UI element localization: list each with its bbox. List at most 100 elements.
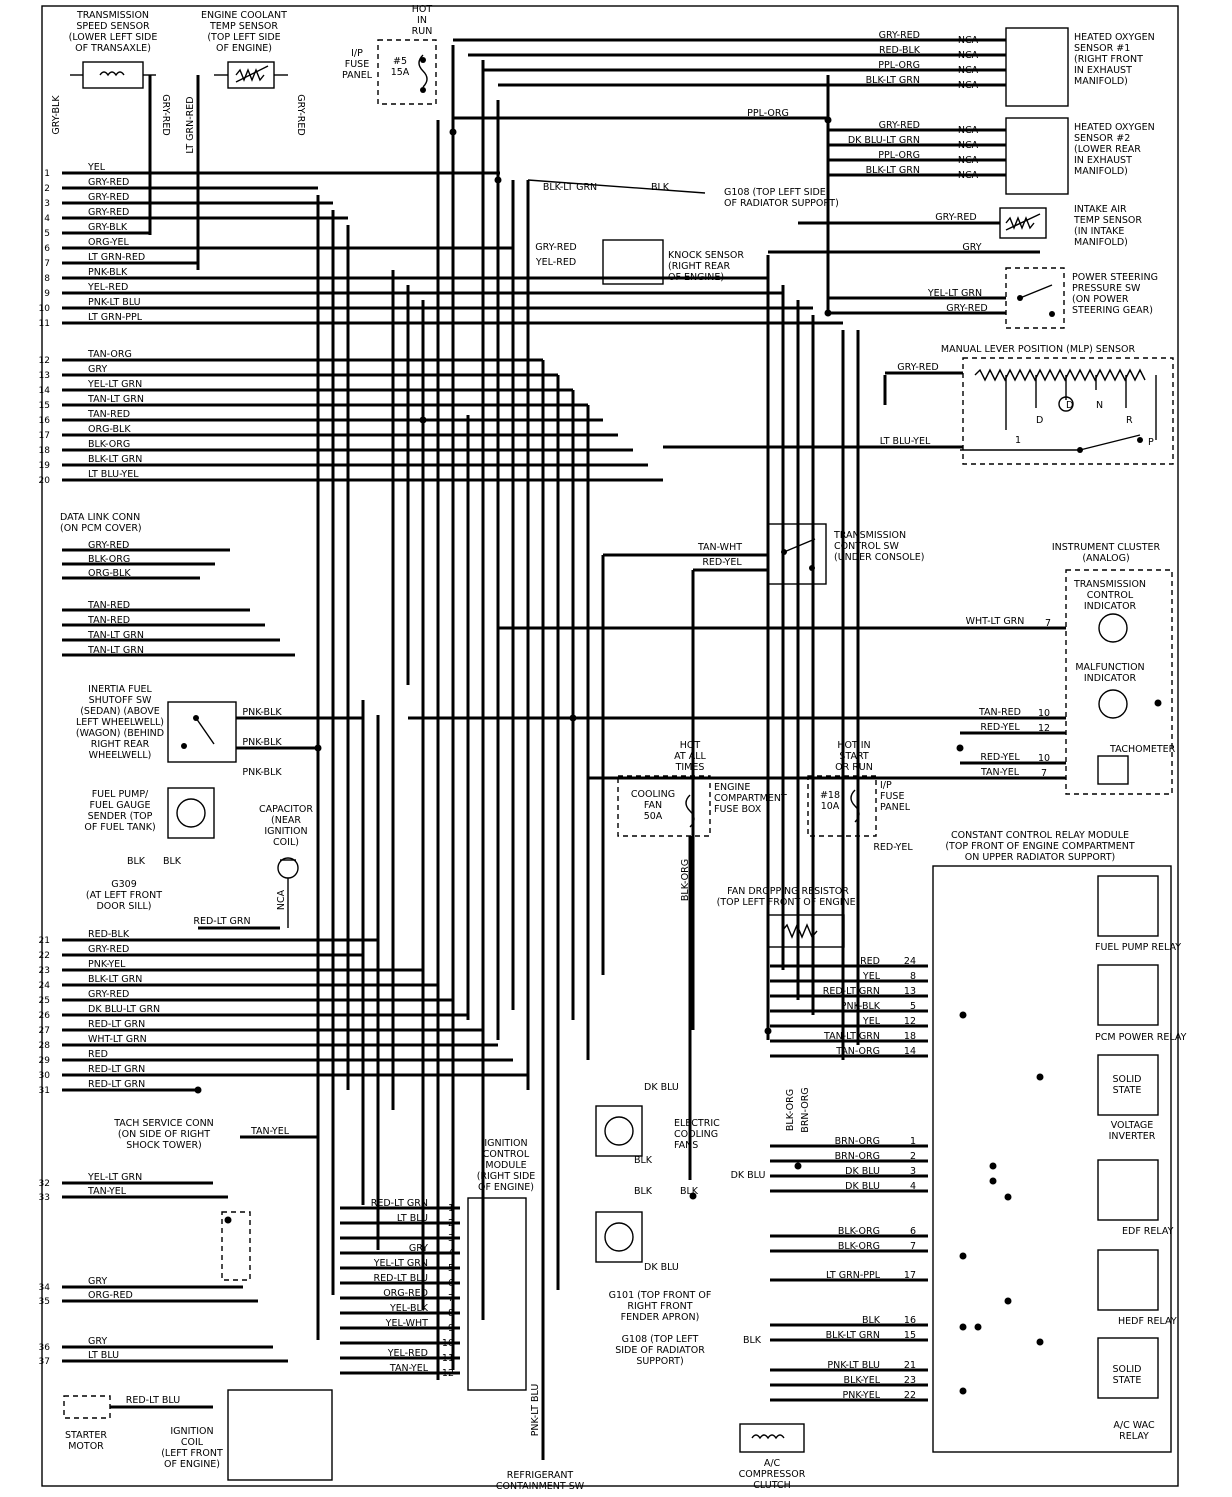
- ccrm-pin-wire: DK BLU: [845, 1166, 880, 1177]
- tci-label: CONTROL: [1087, 590, 1134, 601]
- tan-wire-label: TAN-RED: [87, 615, 130, 626]
- inertia-label: WHEELWELL): [89, 750, 152, 761]
- g101-label: G101 (TOP FRONT OF: [609, 1290, 712, 1301]
- icm-label: IGNITION: [484, 1138, 527, 1149]
- ccrm-brnorg: BRN-ORG: [800, 1087, 811, 1132]
- instrument-cluster: [1065, 569, 1173, 795]
- pcm-pin-number: 25: [39, 996, 50, 1006]
- icm-pin-wire: LT BLU: [397, 1213, 428, 1224]
- pcm-pin-wire-label: YEL-RED: [87, 282, 128, 293]
- hot-in-run-label: IN: [417, 15, 427, 26]
- trans-speed-sensor-label: TRANSMISSION: [76, 10, 149, 21]
- starter-label: MOTOR: [68, 1441, 104, 1452]
- ho2s2-label: HEATED OXYGEN: [1074, 122, 1155, 133]
- mil-label: MALFUNCTION: [1075, 662, 1144, 673]
- splice-dot: [314, 744, 322, 752]
- pcm-pin-number: 28: [39, 1041, 51, 1051]
- ccrm-pin-number: 24: [904, 956, 916, 967]
- cluster-label: INSTRUMENT CLUSTER: [1052, 542, 1161, 553]
- icm-pin-wire: ORG-RED: [383, 1288, 428, 1299]
- ts-wire-2: GRY-RED: [160, 94, 171, 135]
- fans-label: ELECTRIC: [674, 1118, 720, 1129]
- mlp-r: R: [1126, 415, 1133, 426]
- hot-all-times-label: AT ALL: [674, 751, 706, 762]
- pcm-power-relay-label: PCM POWER RELAY: [1095, 1032, 1187, 1043]
- fuel-pump-label: SENDER (TOP: [88, 811, 153, 822]
- pcm-pin-number: 16: [39, 416, 51, 426]
- pcm-pin-wire-label: GRY-RED: [88, 944, 129, 955]
- pcm-pin-wire-label: YEL-LT GRN: [87, 379, 142, 390]
- splice-dot: [794, 1162, 802, 1170]
- ho2s2-label: SENSOR #2: [1074, 133, 1130, 144]
- g108b-wire: BLK: [743, 1335, 762, 1346]
- ho2s2-label: MANIFOLD): [1074, 166, 1128, 177]
- ps-switch-label: POWER STEERING: [1072, 272, 1158, 283]
- cluster-pin: 10: [1038, 708, 1050, 719]
- tcs-label: (UNDER CONSOLE): [834, 552, 924, 563]
- electric-cooling-fans: [595, 1105, 643, 1263]
- ccrm-blkorg: BLK-ORG: [785, 1089, 796, 1131]
- tci-label: INDICATOR: [1084, 601, 1137, 612]
- trans-speed-sensor-label: (LOWER LEFT SIDE: [69, 32, 158, 43]
- pcm-pin-wire-label: DK BLU-LT GRN: [88, 1004, 160, 1015]
- tan-wire-label: TAN-RED: [87, 600, 130, 611]
- splice-dot: [419, 416, 427, 424]
- knock-sensor: [602, 239, 664, 285]
- cluster-wire-5: TAN-YEL: [980, 767, 1020, 778]
- ect-sensor-label: OF ENGINE): [216, 43, 272, 54]
- cluster-label: (ANALOG): [1082, 553, 1129, 564]
- pcm-pin-number: 19: [39, 461, 51, 471]
- fan-dkblu-3: DK BLU: [644, 1262, 679, 1273]
- data-link-wire: BLK-ORG: [88, 554, 130, 565]
- ip-fuse-panel-5: [377, 39, 437, 105]
- pcm-pin-number: 13: [39, 371, 50, 381]
- fuse18-wire: RED-YEL: [873, 842, 913, 853]
- pcm-pin-number: 36: [39, 1343, 51, 1353]
- fan-blk-3: BLK: [680, 1186, 699, 1197]
- ip-fuse-panel-2-label: PANEL: [880, 802, 911, 813]
- ac-clutch-label: A/C: [764, 1458, 781, 1469]
- fuel-pump-label: FUEL PUMP/: [92, 789, 149, 800]
- pcm-pin-number: 33: [39, 1193, 50, 1203]
- tach-conn-shield: [221, 1211, 251, 1281]
- icm-pin-wire: TAN-YEL: [389, 1363, 429, 1374]
- pcm-pin-number: 12: [39, 356, 50, 366]
- starter-label: STARTER: [65, 1430, 107, 1441]
- mlp-wire-2: LT BLU-YEL: [880, 436, 931, 447]
- ip-fuse-panel-2-label: FUSE: [880, 791, 904, 802]
- ccrm-pin-number: 23: [904, 1375, 916, 1386]
- pcm-pin-number: 2: [44, 184, 50, 194]
- pcm-pin-number: 22: [39, 951, 50, 961]
- ac-compressor-clutch: [739, 1423, 805, 1453]
- icm-label: CONTROL: [483, 1149, 530, 1160]
- tcs-wire-1: TAN-WHT: [697, 542, 742, 553]
- ccrm-pin-wire: TAN-LT GRN: [823, 1031, 880, 1042]
- ho2s1-label: MANIFOLD): [1074, 76, 1128, 87]
- ip-fuse-panel-2-label: I/P: [880, 780, 892, 791]
- ho2s2-label: (LOWER REAR: [1074, 144, 1141, 155]
- splice-dot: [224, 1216, 232, 1224]
- g108-wire: BLK-LT GRN: [543, 182, 597, 193]
- fan-dropping-resistor: [767, 914, 845, 948]
- ccrm-pin-number: 18: [904, 1031, 916, 1042]
- pcm-pin-wire-label: TAN-YEL: [87, 1186, 127, 1197]
- pcm-pin-number: 26: [39, 1011, 51, 1021]
- pcm-pin-wire-label: GRY: [88, 364, 107, 375]
- fans-label: COOLING: [674, 1129, 718, 1140]
- fp-wire-1: BLK: [127, 856, 146, 867]
- g108-label: OF RADIATOR SUPPORT): [724, 198, 839, 209]
- tcs-label: CONTROL SW: [834, 541, 899, 552]
- ect-sensor-label: (TOP LEFT SIDE: [207, 32, 280, 43]
- ccrm-pin-number: 5: [910, 1001, 916, 1012]
- ccrm-pin-wire: RED-LT GRN: [823, 986, 880, 997]
- ps-switch-label: (ON POWER: [1072, 294, 1129, 305]
- pcm-pin-number: 11: [39, 319, 50, 329]
- edf-relay-label: EDF RELAY: [1122, 1226, 1174, 1237]
- ac-clutch-label: CLUTCH: [753, 1480, 790, 1491]
- ccrm-pin-wire: YEL: [862, 1016, 881, 1027]
- iat-sensor: [999, 207, 1047, 239]
- pcm-pin-number: 6: [44, 244, 50, 254]
- ccrm-pin-wire: BLK-LT GRN: [826, 1330, 880, 1341]
- fan-resistor-label: FAN DROPPING RESISTOR: [727, 886, 849, 897]
- icm-pin-wire: RED-LT BLU: [374, 1273, 428, 1284]
